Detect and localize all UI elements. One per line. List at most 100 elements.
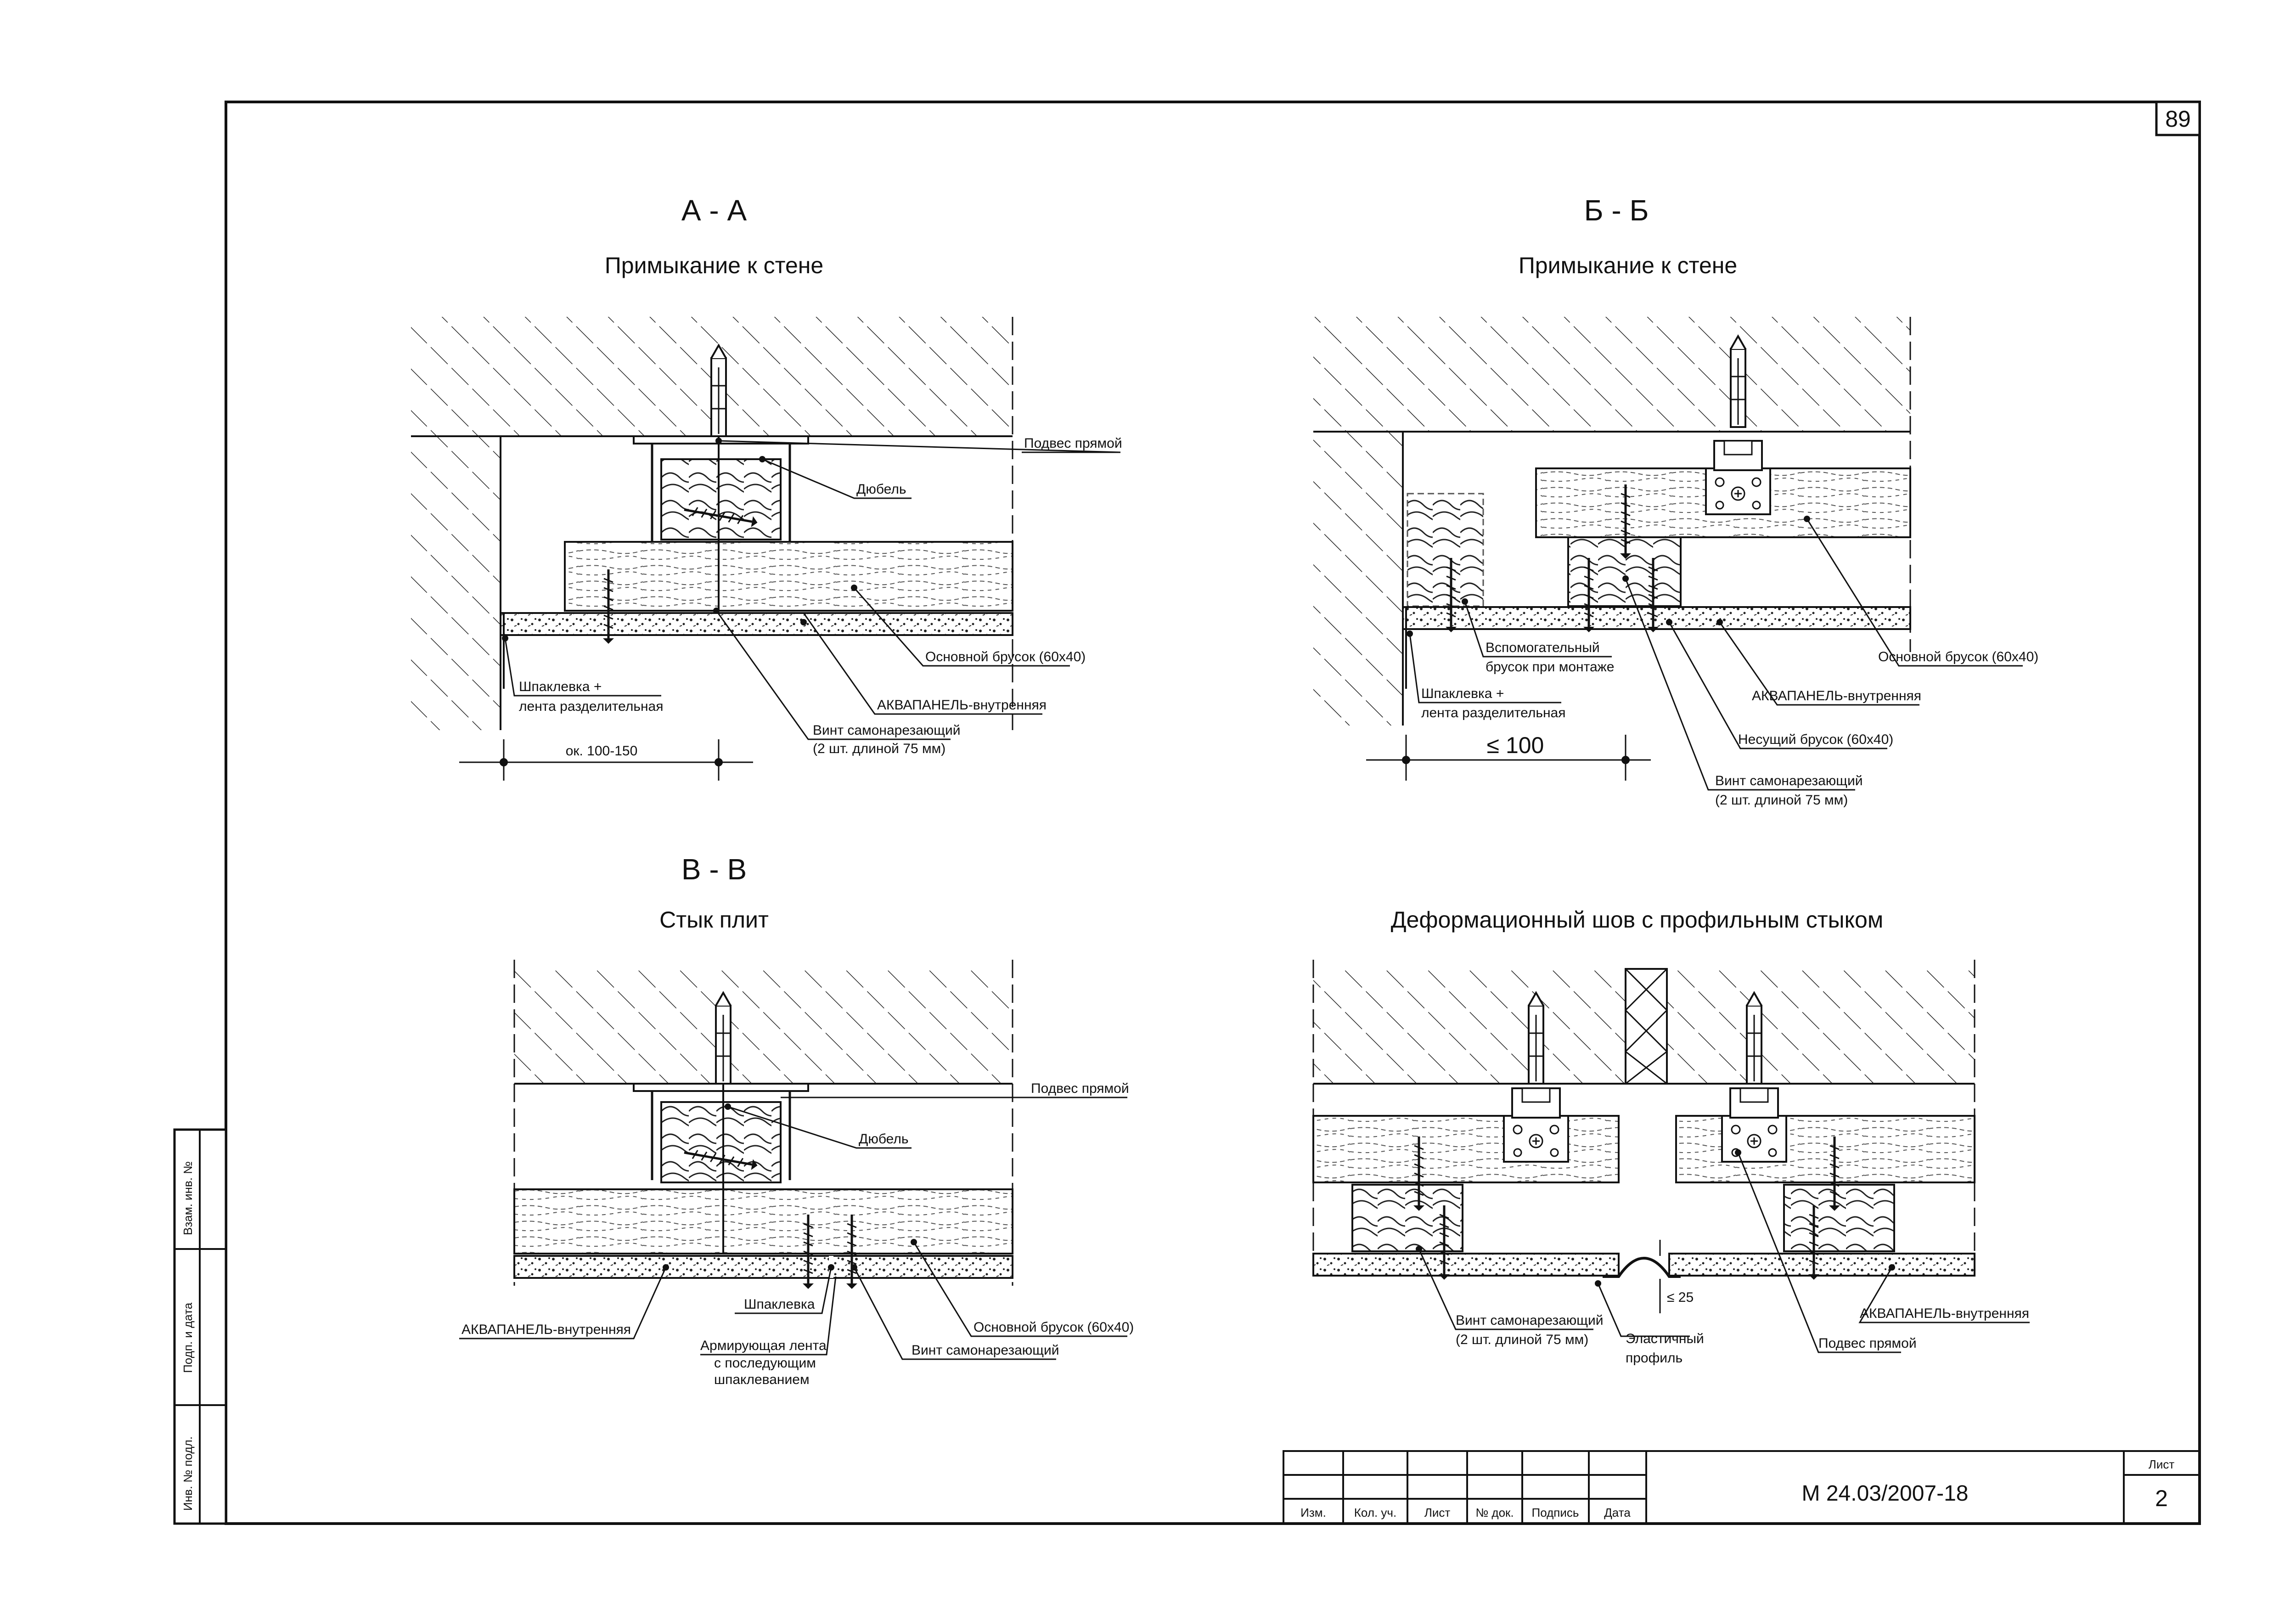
col-list: Лист [1424, 1506, 1451, 1519]
load-batten-left [1351, 1184, 1463, 1252]
label-vspom-1: Вспомогательный [1486, 640, 1600, 655]
sheet-label: Лист [2149, 1457, 2175, 1471]
label-podves: Подвес прямой [1031, 1081, 1129, 1096]
wall [411, 436, 501, 730]
leaders-aa [504, 440, 1121, 740]
label-akvapanel: АКВАПАНЕЛЬ-внутренняя [877, 698, 1047, 713]
label-vspom-2: брусок при монтаже [1486, 659, 1614, 675]
dowel-right [1746, 992, 1762, 1085]
label-vint-1: Винт самонарезающий [813, 723, 961, 738]
section-bb-mark: Б - Б [1584, 194, 1649, 227]
dowel [710, 344, 727, 437]
sheet-value: 2 [2155, 1485, 2168, 1511]
label-brusok: Основной брусок (60х40) [925, 649, 1086, 664]
dowel-left [1528, 992, 1544, 1085]
label-dubel: Дюбель [859, 1131, 909, 1147]
label-podves: Подвес прямой [1024, 436, 1122, 451]
label-akvapanel: АКВАПАНЕЛЬ-внутренняя [461, 1322, 631, 1337]
document-code: М 24.03/2007-18 [1802, 1481, 1969, 1506]
col-nom-dok: № док. [1475, 1506, 1514, 1519]
ceiling-slab-left [1313, 969, 1626, 1084]
section-aa-mark: А - А [681, 194, 747, 227]
leaders-def [1418, 1152, 2030, 1353]
side-stamp: Взам. инв. № Подп. и дата Инв. № подл. [173, 1128, 227, 1525]
label-lenta-3: шпаклеванием [714, 1372, 810, 1387]
col-podpis: Подпись [1532, 1506, 1579, 1519]
direct-hanger-left [1503, 1087, 1569, 1163]
ceiling-slab-right [1667, 969, 1975, 1084]
title-block-columns: Изм. Кол. уч. Лист № док. Подпись Дата М… [1300, 1457, 2174, 1519]
expansion-joint-title: Деформационный шов с профильным стыком [1391, 907, 1884, 933]
drawing-frame [225, 101, 2201, 1525]
suspension-hanger [633, 1083, 809, 1180]
aquapanel-board [1402, 606, 1911, 630]
direct-hanger [1705, 440, 1771, 515]
section-aa-title: Примыкание к стене [605, 253, 823, 278]
load-batten-right [1783, 1184, 1895, 1252]
stamp-podp: Подп. и дата [181, 1302, 195, 1373]
label-vint-1: Винт самонарезающий [1456, 1313, 1604, 1328]
section-bb-title: Примыкание к стене [1519, 253, 1737, 278]
col-kol-uch: Кол. уч. [1354, 1506, 1396, 1519]
label-brusok: Основной брусок (60х40) [974, 1320, 1134, 1335]
label-shpaklevka-1: Шпаклевка + [1421, 686, 1504, 701]
direct-hanger-right [1721, 1087, 1787, 1163]
title-block [1283, 1450, 2200, 1525]
label-lenta-2: с последующим [714, 1356, 816, 1371]
main-batten-end [660, 1101, 782, 1183]
label-podves: Подвес прямой [1818, 1336, 1917, 1351]
leaders-vv [459, 1097, 1127, 1360]
stamp-inv: Инв. № подл. [181, 1436, 195, 1511]
label-shpaklevka-2: лента разделительная [1421, 705, 1566, 720]
label-vint: Винт самонарезающий [912, 1343, 1059, 1358]
col-izm: Изм. [1300, 1506, 1326, 1519]
leaders-bb [1409, 518, 2023, 791]
section-aa: А - А Примыкание к стене Подвес п [411, 194, 1122, 781]
section-bb: Б - Б Примыкание к стене Основной брусок… [1313, 194, 2038, 808]
section-vv-mark: В - В [681, 853, 747, 886]
section-vv: В - В Стык плит Подвес пря [459, 853, 1134, 1387]
aquapanel-board [500, 612, 1013, 636]
label-vint-2: (2 шт. длиной 75 мм) [1456, 1332, 1588, 1347]
joint-filler [1625, 968, 1668, 1085]
wall [1313, 432, 1403, 726]
label-vint-2: (2 шт. длиной 75 мм) [813, 741, 945, 756]
main-batten-end [660, 458, 782, 540]
aquapanel-board-left [1312, 1253, 1620, 1277]
section-expansion-joint: Деформационный шов с профильным стыком [1312, 907, 2030, 1366]
label-lenta-1: Армирующая лента [700, 1338, 827, 1353]
auxiliary-batten [1407, 493, 1484, 607]
label-shpaklevka-1: Шпаклевка + [519, 679, 602, 694]
main-batten [564, 541, 1013, 612]
aquapanel-board-right [1668, 1253, 1975, 1277]
main-batten [513, 1188, 1013, 1255]
label-shpaklevka: Шпаклевка [744, 1297, 815, 1312]
elastic-profile [1603, 1257, 1681, 1278]
ceiling-slab [514, 969, 1013, 1084]
col-data: Дата [1604, 1506, 1631, 1519]
dowel [715, 992, 732, 1085]
section-vv-title: Стык плит [659, 907, 769, 933]
label-akvapanel: АКВАПАНЕЛЬ-внутренняя [1860, 1306, 2029, 1321]
aquapanel-board [513, 1255, 1013, 1279]
dimension-aa-value: ок. 100-150 [566, 743, 638, 759]
label-nesushchiy: Несущий брусок (60х40) [1738, 732, 1893, 747]
label-brusok: Основной брусок (60х40) [1878, 649, 2038, 664]
stamp-vzam: Взам. инв. № [181, 1161, 195, 1235]
label-vint-1: Винт самонарезающий [1715, 773, 1863, 788]
label-dim: ≤ 25 [1667, 1290, 1694, 1305]
ceiling-slab [1313, 317, 1910, 432]
main-batten-left [1312, 1115, 1620, 1183]
dowel [1730, 335, 1746, 428]
sheet-number: 89 [2165, 106, 2191, 132]
dimension-bb-value: ≤ 100 [1487, 732, 1544, 758]
label-profil-2: профиль [1626, 1350, 1683, 1366]
label-shpaklevka-2: лента разделительная [519, 699, 664, 714]
main-batten-right [1675, 1115, 1975, 1183]
sheet-number-box: 89 [2155, 101, 2201, 136]
label-profil-1: Эластичный [1626, 1331, 1704, 1346]
label-akvapanel: АКВАПАНЕЛЬ-внутренняя [1752, 688, 1921, 703]
label-vint-2: (2 шт. длиной 75 мм) [1715, 793, 1848, 808]
label-dubel: Дюбель [856, 482, 906, 497]
